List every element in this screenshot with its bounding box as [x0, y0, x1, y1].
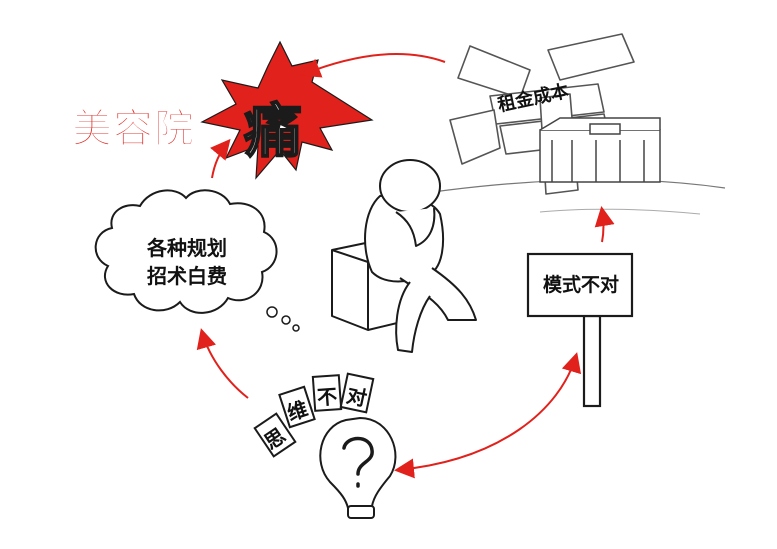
shop-building	[539, 117, 661, 183]
thought-bubble-1	[266, 306, 278, 318]
arrow-sign-to-shop	[594, 206, 615, 243]
sign-text: 模式不对	[543, 274, 620, 296]
arrow-sign-bulb	[394, 352, 582, 479]
person-head	[379, 159, 441, 213]
person-leg-2	[395, 281, 431, 353]
beauty-salon-title: 美容院	[72, 106, 195, 153]
cloud-text-line1: 各种规划	[147, 236, 227, 260]
sad-person	[331, 159, 477, 353]
pain-character: 痛	[243, 96, 303, 166]
model-sign	[526, 252, 634, 408]
arrow-bulb-to-cloud	[196, 328, 249, 399]
thought-bubble-3	[292, 324, 300, 332]
question-bulb	[319, 416, 397, 519]
arrow-rent-to-pain	[300, 53, 446, 78]
question-mark	[342, 436, 374, 488]
arrow-cloud-to-pain	[210, 138, 231, 179]
thought-bubble-2	[281, 315, 291, 325]
bulb-base	[347, 505, 375, 519]
sign-board	[526, 252, 634, 318]
cloud-text-line2: 招术白费	[147, 264, 227, 288]
ground-line-2	[539, 208, 701, 215]
arc-char-3: 不	[316, 384, 338, 410]
sign-post	[582, 314, 602, 408]
person-arm	[395, 207, 436, 247]
arc-tiles	[253, 372, 375, 458]
bulb-glass	[319, 416, 397, 510]
thought-cloud	[94, 189, 278, 314]
